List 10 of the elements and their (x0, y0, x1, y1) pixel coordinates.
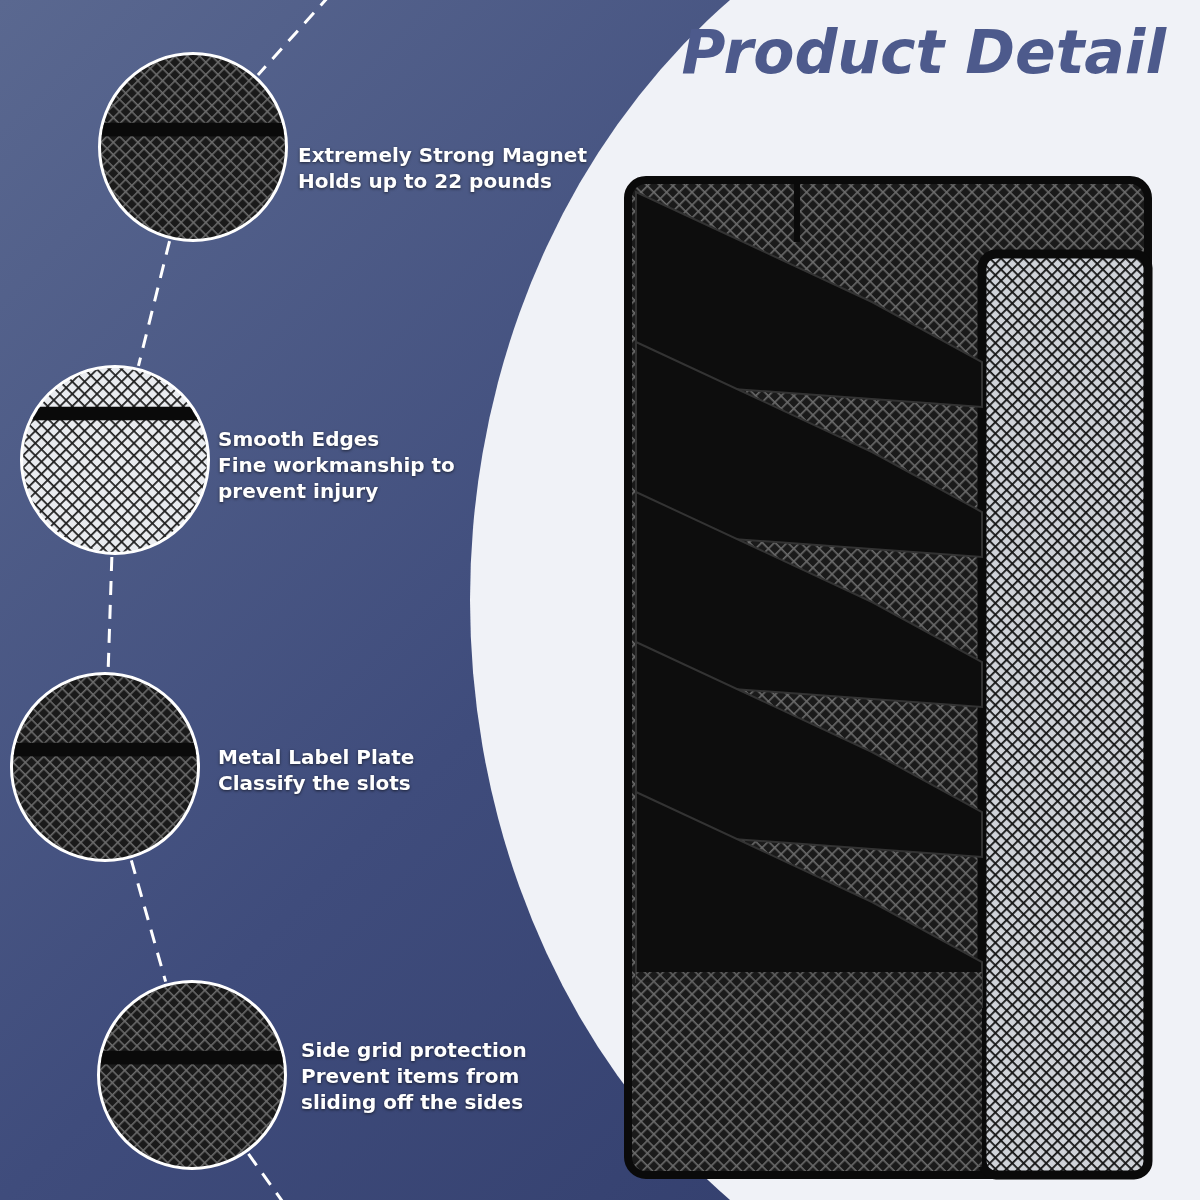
feature-text: Fine workmanship to prevent injury (218, 452, 456, 504)
title: Product Detail (681, 22, 1166, 82)
feature-text: Prevent items from sliding off the sides (301, 1063, 525, 1115)
feature-text: Smooth Edges (218, 426, 381, 452)
feature-text: Metal Label Plate (218, 744, 416, 770)
feature-text: Side grid protection (301, 1037, 528, 1063)
dashed-connector (137, 240, 171, 367)
feature-text: Holds up to 22 pounds (298, 168, 553, 194)
feature-text: Extremely Strong Magnet (298, 142, 588, 168)
feature-text: Classify the slots (218, 770, 412, 796)
